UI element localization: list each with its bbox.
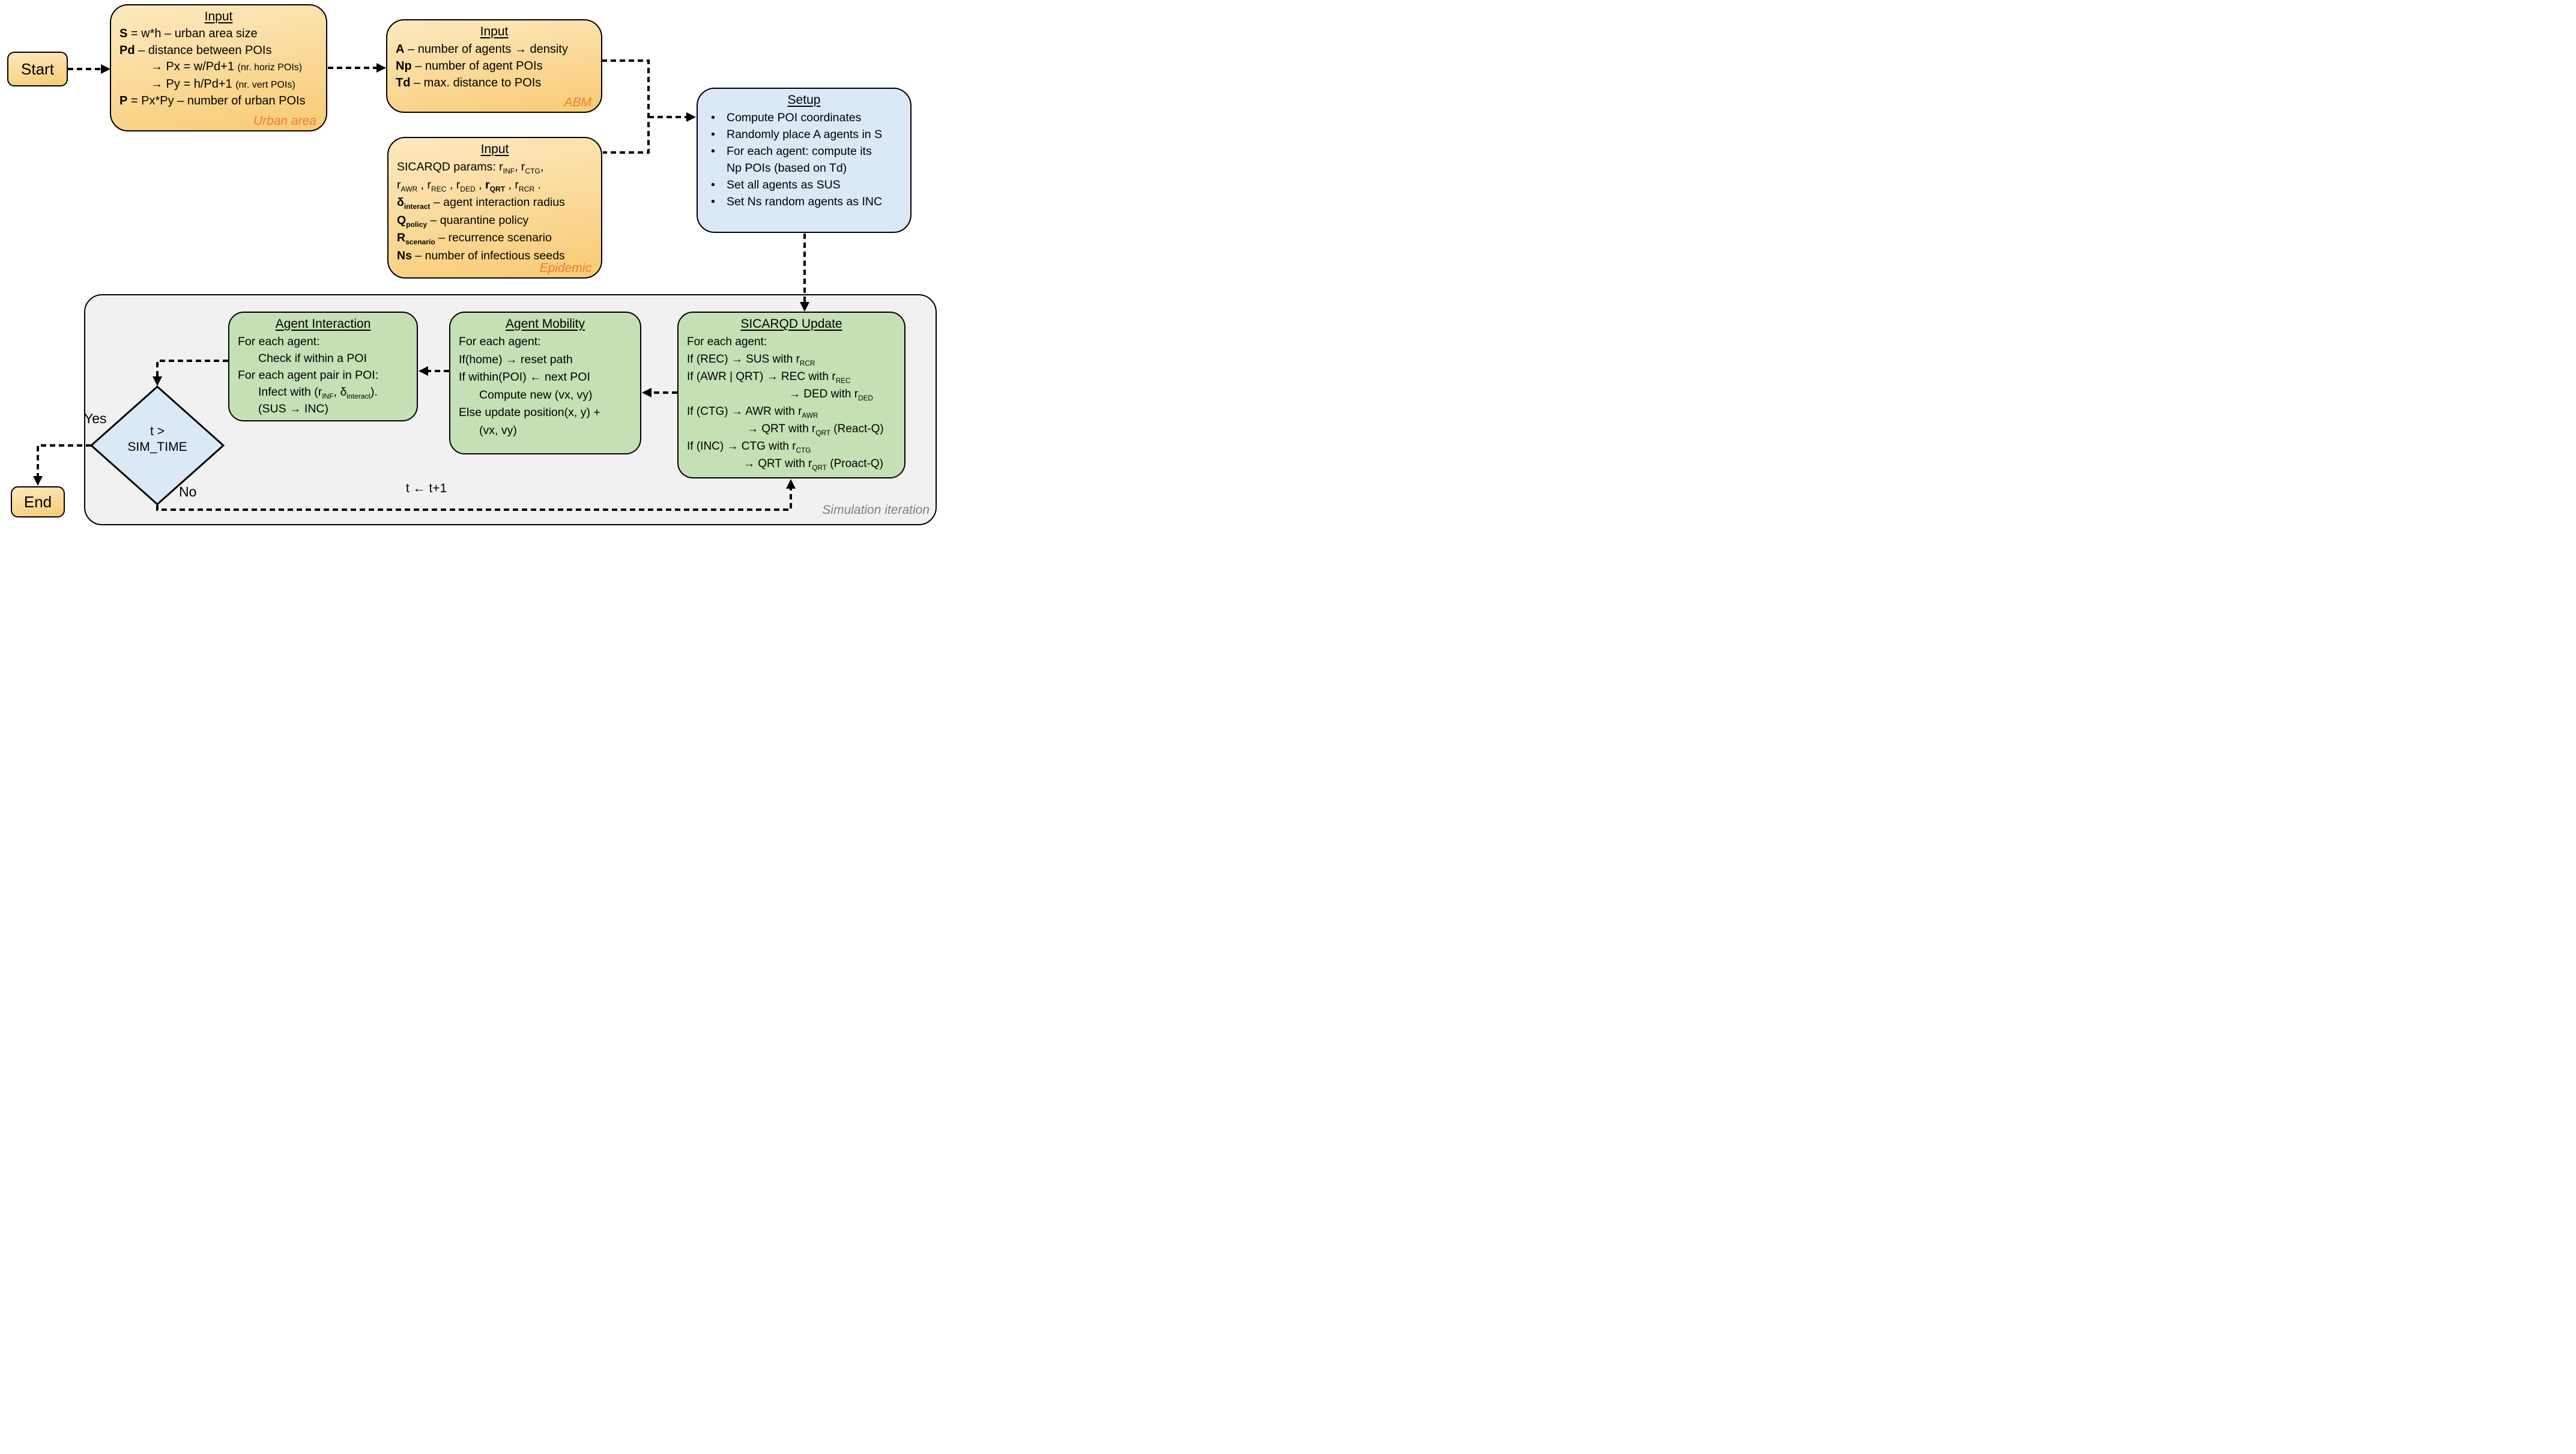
start-node: Start — [7, 52, 68, 86]
input-epidemic-body: SICARQD params: rINF, rCTG,rAWR , rREC ,… — [397, 160, 565, 262]
end-node: End — [11, 486, 65, 517]
setup-title: Setup — [787, 93, 821, 107]
time-increment-label: t ← t+1 — [405, 481, 447, 495]
setup-body: •Compute POI coordinates•Randomly place … — [711, 111, 883, 208]
sicarqd-update-node: SICARQD Update For each agent:If (REC) →… — [677, 312, 906, 478]
input-urban-title: Input — [204, 10, 233, 23]
arrowhead-into-urban — [101, 64, 110, 74]
arrowhead-into-setup — [686, 112, 696, 122]
input-epidemic-footer: Epidemic — [539, 261, 591, 275]
arrowhead-into-end — [33, 476, 43, 486]
input-epidemic-title: Input — [480, 142, 509, 156]
simulation-iteration-label: Simulation iteration — [822, 503, 930, 517]
decision-label-line2: SIM_TIME — [127, 440, 187, 454]
start-label: Start — [21, 59, 54, 78]
no-branch-label: No — [179, 484, 197, 499]
connector-decision-yes-to-end — [37, 444, 91, 477]
agent-interaction-node: Agent Interaction For each agent:Check i… — [228, 312, 418, 421]
input-abm-title: Input — [480, 25, 509, 38]
end-label: End — [23, 492, 52, 511]
input-abm-footer: ABM — [564, 95, 591, 109]
agent-interaction-title: Agent Interaction — [275, 317, 371, 331]
input-epidemic-node: Input SICARQD params: rINF, rCTG,rAWR , … — [387, 137, 602, 279]
connector-abm-epidemic-junction — [602, 59, 650, 154]
yes-branch-label: Yes — [84, 411, 107, 426]
arrowhead-into-abm — [376, 63, 386, 73]
agent-mobility-node: Agent Mobility For each agent:If(home) →… — [449, 312, 641, 454]
flowchart-canvas: Simulation iteration — [0, 0, 942, 532]
sicarqd-update-title: SICARQD Update — [740, 317, 842, 331]
decision-label-line1: t > — [150, 424, 165, 438]
agent-mobility-title: Agent Mobility — [506, 317, 585, 331]
decision-label: t > SIM_TIME — [106, 424, 208, 455]
setup-node: Setup •Compute POI coordinates•Randomly … — [697, 88, 912, 233]
input-urban-footer: Urban area — [253, 114, 316, 128]
